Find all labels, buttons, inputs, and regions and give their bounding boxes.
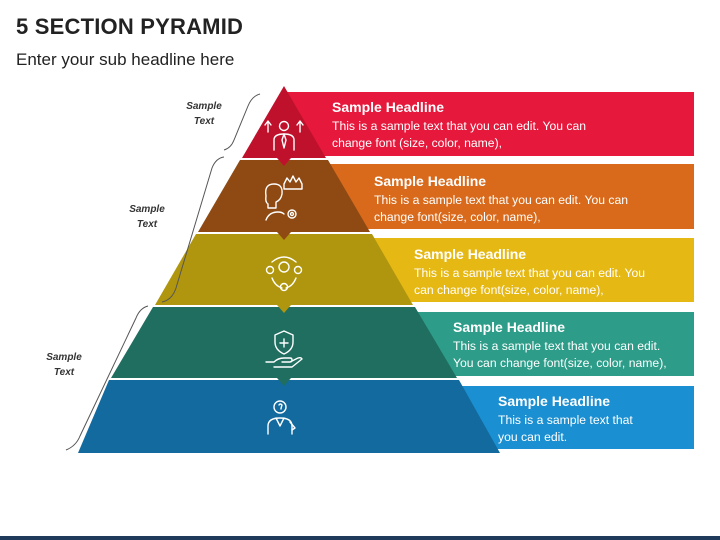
brace-3: [65, 305, 149, 451]
level-5-headline: Sample Headline: [498, 393, 611, 409]
notch-arrow-4: [277, 378, 291, 386]
level-4-body-line-2: You can change font(size, color, name),: [453, 356, 667, 370]
notch-arrow-3: [277, 305, 291, 313]
pyramid-tier-5: [78, 380, 500, 453]
level-5-body-line-2: you can edit.: [498, 430, 568, 444]
level-1-body-line-2: change font (size, color, name),: [332, 136, 503, 150]
side-label-2-line-2: Text: [136, 219, 158, 230]
side-label-2: Sample Text: [117, 202, 177, 232]
leader-crown-gear-icon: [264, 175, 303, 221]
level-1-headline: Sample Headline: [332, 99, 445, 115]
brace-1: [223, 93, 261, 151]
social-network-cycle-icon: [265, 256, 303, 292]
level-1-box: [286, 92, 694, 156]
side-label-1-line-1: Sample: [186, 101, 222, 112]
level-5-text: Sample Headline This is a sample text th…: [498, 393, 633, 446]
side-label-1-line-2: Text: [193, 116, 215, 127]
person-idea-icon: [267, 400, 296, 435]
side-label-1: Sample Text: [174, 99, 234, 129]
side-label-3-line-2: Text: [53, 367, 75, 378]
level-5-body-line-1: This is a sample text that: [498, 413, 633, 427]
level-4-body-line-1: This is a sample text that you can edit.: [453, 339, 661, 353]
side-label-3: Sample Text: [34, 350, 94, 380]
side-label-2-line-1: Sample: [129, 204, 165, 215]
level-2-text: Sample Headline This is a sample text th…: [374, 173, 628, 226]
level-5-box: [448, 386, 694, 449]
page-subtitle: Enter your sub headline here: [16, 50, 235, 69]
level-2-headline: Sample Headline: [374, 173, 487, 189]
level-1-text: Sample Headline This is a sample text th…: [332, 99, 586, 152]
level-4-headline: Sample Headline: [453, 319, 566, 335]
level-3-text: Sample Headline This is a sample text th…: [414, 246, 645, 299]
level-2-body-line-2: change font(size, color, name),: [374, 210, 541, 224]
level-3-box: [362, 238, 694, 302]
page-title: 5 SECTION PYRAMID: [16, 14, 244, 39]
side-label-3-line-1: Sample: [46, 352, 82, 363]
brace-2: [161, 156, 225, 303]
level-3-body-line-2: can change font(size, color, name),: [414, 283, 604, 297]
level-2-body-line-1: This is a sample text that you can edit.…: [374, 193, 629, 207]
level-1-body-line-1: This is a sample text that you can edit.…: [332, 119, 587, 133]
level-2-box: [318, 164, 694, 229]
businessman-growth-icon: [264, 120, 304, 151]
level-3-headline: Sample Headline: [414, 246, 527, 262]
level-4-text: Sample Headline This is a sample text th…: [453, 319, 667, 372]
notch-arrow-1: [277, 158, 291, 166]
level-3-body-line-1: This is a sample text that you can edit.…: [414, 266, 646, 280]
level-4-box: [404, 312, 694, 376]
hand-shield-health-icon: [265, 330, 303, 368]
pyramid-tier-2: [198, 160, 370, 232]
notch-arrow-2: [277, 232, 291, 240]
footer-bar: [0, 536, 720, 540]
pyramid-tier-3: [155, 234, 413, 305]
